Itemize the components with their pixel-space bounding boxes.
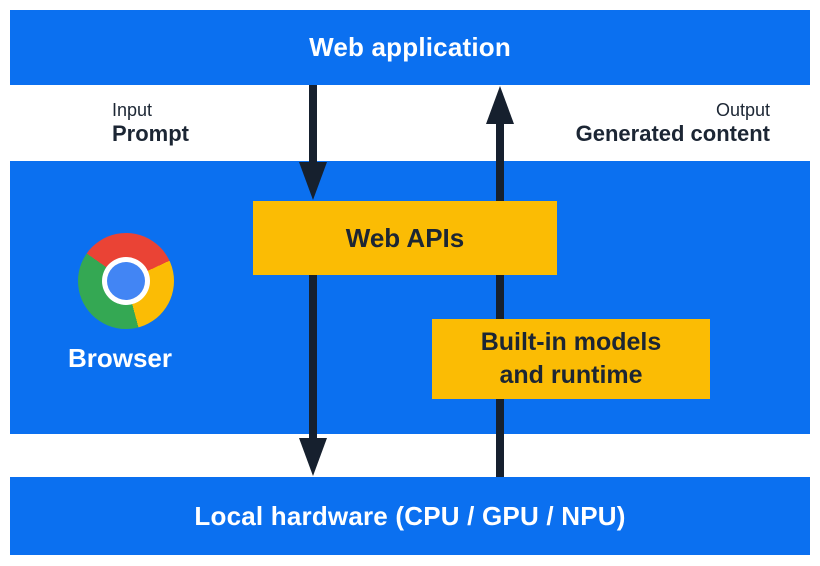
output-kicker: Output [715, 100, 770, 120]
output-arrow-arrowhead-icon [486, 86, 514, 124]
web-application-label: Web application [309, 32, 511, 62]
web-apis-label: Web APIs [345, 222, 465, 253]
built-in-models-label-line2: and runtime [499, 361, 643, 389]
input-kicker: Input [112, 100, 153, 120]
chrome-logo-center [107, 262, 145, 300]
input-arrow-lower-arrowhead-icon [299, 438, 327, 476]
local-hardware-layer: Local hardware (CPU / GPU / NPU) [10, 477, 810, 555]
chrome-logo-icon [78, 233, 174, 329]
web-application-layer: Web application [10, 10, 810, 85]
input-prompt-label: Prompt [112, 121, 189, 146]
output-generated-content-label: Generated content [575, 121, 770, 146]
web-apis-box: Web APIs [253, 201, 557, 275]
output-arrow-stem [496, 122, 504, 477]
input-flow-label: Input Prompt [112, 99, 189, 147]
input-arrow-lower-stem [309, 275, 317, 440]
built-in-models-label-line1: Built-in models [480, 328, 662, 356]
browser-label: Browser [67, 343, 173, 373]
built-in-models-box: Built-in models and runtime [432, 319, 710, 399]
output-flow-label: Output Generated content [576, 99, 770, 147]
local-hardware-label: Local hardware (CPU / GPU / NPU) [194, 500, 626, 531]
input-arrow-upper-stem [309, 85, 317, 166]
